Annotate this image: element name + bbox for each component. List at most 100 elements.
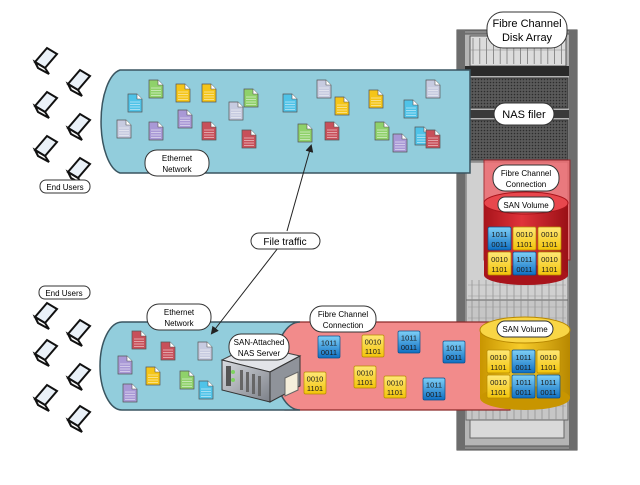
label-san-nas-server: SAN-Attached NAS Server [228,333,290,361]
document-icon [324,121,340,141]
svg-text:1101: 1101 [516,240,532,249]
svg-text:0010: 0010 [387,378,404,387]
ethernet-bottom-line1: Ethernet [164,308,195,317]
svg-text:1011: 1011 [540,378,556,387]
document-icon [243,88,259,108]
svg-text:0011: 0011 [446,353,462,362]
document-icon [116,119,132,139]
svg-text:1101: 1101 [357,378,373,387]
svg-text:1101: 1101 [365,347,381,356]
document-icon [425,79,441,99]
svg-text:1011: 1011 [515,378,531,387]
svg-text:1011: 1011 [516,255,532,264]
document-icon [148,79,164,99]
svg-text:1101: 1101 [541,240,557,249]
svg-text:1101: 1101 [541,265,557,274]
laptop-icon [65,68,92,97]
svg-text:1101: 1101 [491,265,507,274]
svg-text:0011: 0011 [516,265,532,274]
svg-text:0010: 0010 [365,337,382,346]
document-icon [241,129,257,149]
disk-array-label-line1: Fibre Channel [492,18,561,30]
ethernet-top-line2: Network [162,165,192,174]
document-icon [392,133,408,153]
svg-text:0011: 0011 [515,363,531,372]
laptop-icon [32,383,59,412]
san-nas-line2: NAS Server [238,349,281,358]
svg-text:0011: 0011 [540,388,556,397]
label-nas-filer: NAS filer [493,102,555,126]
document-icon [368,89,384,109]
label-fc-connection-top: Fibre Channel Connection [492,164,560,192]
san-volume-top-label: SAN Volume [503,201,549,210]
laptop-icon [32,134,59,163]
label-fc-connection-bottom: Fibre Channel Connection [309,305,377,333]
label-file-traffic: File traffic [250,232,321,250]
document-icon [179,370,195,390]
svg-text:1011: 1011 [321,338,337,347]
svg-text:1101: 1101 [307,384,323,393]
label-disk-array: Fibre Channel Disk Array [486,11,568,49]
label-end-users-top: End Users [39,179,91,194]
laptop-icon [32,90,59,119]
document-icon [177,109,193,129]
document-icon [403,99,419,119]
svg-text:1101: 1101 [540,363,556,372]
document-icon [145,366,161,386]
svg-text:1011: 1011 [491,230,507,239]
svg-text:0010: 0010 [357,368,374,377]
svg-text:1011: 1011 [401,333,417,342]
svg-text:0010: 0010 [490,353,507,362]
ethernet-bottom-line2: Network [164,319,194,328]
laptop-icon [65,318,92,347]
svg-text:0010: 0010 [307,374,324,383]
svg-text:1101: 1101 [387,388,403,397]
laptop-icon [65,112,92,141]
file-traffic-label: File traffic [263,237,306,248]
svg-text:0011: 0011 [426,390,442,399]
file-traffic-arrow-up [286,144,314,232]
document-icon [127,93,143,113]
document-icon [160,341,176,361]
document-icon [334,96,350,116]
svg-text:0011: 0011 [515,388,531,397]
label-san-volume-bottom: SAN Volume [496,320,554,338]
label-ethernet-top: Ethernet Network [144,149,210,177]
svg-text:0011: 0011 [401,343,417,352]
document-icon [198,380,214,400]
end-users-top-label: End Users [46,183,83,192]
document-icon [201,121,217,141]
document-icon [117,355,133,375]
svg-text:0010: 0010 [540,353,557,362]
svg-text:1011: 1011 [426,380,442,389]
laptop-icon [65,156,92,185]
ethernet-top-line1: Ethernet [162,154,193,163]
document-icon [228,101,244,121]
fc-connection-bottom-line2: Connection [323,321,363,330]
document-icon [175,83,191,103]
svg-text:1101: 1101 [490,363,506,372]
document-icon [282,93,298,113]
svg-text:0010: 0010 [516,230,533,239]
svg-text:0010: 0010 [491,255,508,264]
svg-text:0010: 0010 [541,255,558,264]
san-nas-line1: SAN-Attached [234,338,285,347]
document-icon [148,121,164,141]
